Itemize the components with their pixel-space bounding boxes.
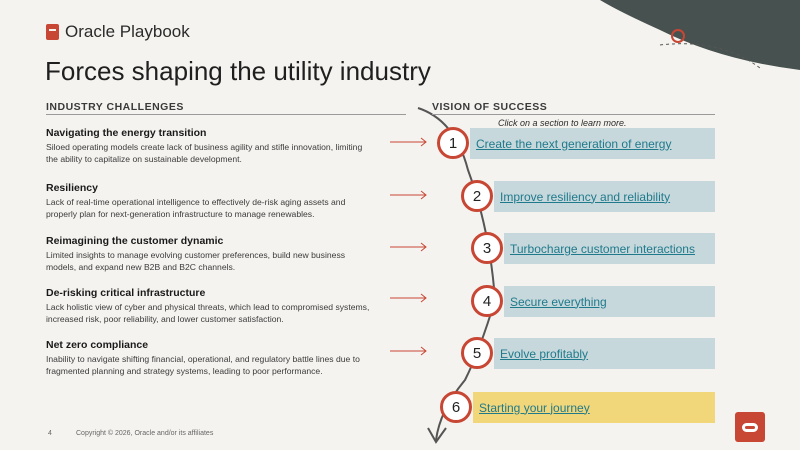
corner-shape xyxy=(600,0,800,70)
challenge-description: Limited insights to manage evolving cust… xyxy=(46,250,346,272)
divider xyxy=(46,114,406,115)
challenge-item: Navigating the energy transition Siloed … xyxy=(46,127,376,165)
arrow-right-icon xyxy=(390,242,427,252)
challenge-title: Net zero compliance xyxy=(46,339,149,351)
challenges-heading: INDUSTRY CHALLENGES xyxy=(46,101,184,113)
challenge-description: Inability to navigate shifting financial… xyxy=(46,354,360,376)
arrow-group xyxy=(390,137,427,356)
journey-arrowhead-icon xyxy=(427,427,447,444)
challenge-description: Lack of real-time operational intelligen… xyxy=(46,197,346,219)
vision-link[interactable]: Secure everything xyxy=(510,294,607,309)
vision-link[interactable]: Starting your journey xyxy=(479,400,590,415)
copyright: Copyright © 2026, Oracle and/or its affi… xyxy=(76,430,214,437)
vision-item-5[interactable]: Evolve profitably xyxy=(494,338,715,369)
challenge-item: Resiliency Lack of real-time operational… xyxy=(46,182,376,220)
challenge-title: Reimagining the customer dynamic xyxy=(46,235,224,247)
step-number-badge: 6 xyxy=(440,391,472,423)
challenge-item: De-risking critical infrastructure Lack … xyxy=(46,287,376,325)
challenge-item: Net zero compliance Inability to navigat… xyxy=(46,339,376,377)
oracle-logo-icon xyxy=(735,412,765,442)
vision-item-4[interactable]: Secure everything xyxy=(504,286,715,317)
vision-item-6[interactable]: Starting your journey xyxy=(473,392,715,423)
vision-item-3[interactable]: Turbocharge customer interactions xyxy=(504,233,715,264)
arrow-right-icon xyxy=(390,190,427,200)
arrow-right-icon xyxy=(390,293,427,303)
vision-item-1[interactable]: Create the next generation of energy xyxy=(470,128,715,159)
corner-swoosh-icon xyxy=(659,43,761,69)
step-number-badge: 5 xyxy=(461,337,493,369)
corner-ring-icon xyxy=(671,29,685,43)
step-number-badge: 4 xyxy=(471,285,503,317)
page-title: Forces shaping the utility industry xyxy=(45,56,431,86)
arrow-right-icon xyxy=(390,137,427,147)
vision-item-2[interactable]: Improve resiliency and reliability xyxy=(494,181,715,212)
challenge-title: De-risking critical infrastructure xyxy=(46,287,206,299)
challenge-description: Lack holistic view of cyber and physical… xyxy=(46,302,370,324)
vision-link[interactable]: Turbocharge customer interactions xyxy=(510,241,695,256)
arrow-right-icon xyxy=(390,346,427,356)
page-number: 4 xyxy=(48,430,52,437)
challenge-title: Resiliency xyxy=(46,182,98,194)
click-hint: Click on a section to learn more. xyxy=(498,118,627,128)
brand: Oracle Playbook xyxy=(46,22,190,42)
vision-link[interactable]: Improve resiliency and reliability xyxy=(500,189,671,204)
vision-link[interactable]: Evolve profitably xyxy=(500,346,589,361)
vision-heading: VISION OF SUCCESS xyxy=(432,101,548,113)
step-number-badge: 2 xyxy=(461,180,493,212)
step-number-badge: 1 xyxy=(437,127,469,159)
playbook-logo-icon xyxy=(46,24,59,40)
challenge-description: Siloed operating models create lack of b… xyxy=(46,142,363,164)
divider xyxy=(432,114,715,115)
vision-link[interactable]: Create the next generation of energy xyxy=(476,136,672,151)
step-number-badge: 3 xyxy=(471,232,503,264)
challenge-item: Reimagining the customer dynamic Limited… xyxy=(46,235,376,273)
brand-name: Oracle Playbook xyxy=(65,22,190,41)
challenge-title: Navigating the energy transition xyxy=(46,127,207,139)
